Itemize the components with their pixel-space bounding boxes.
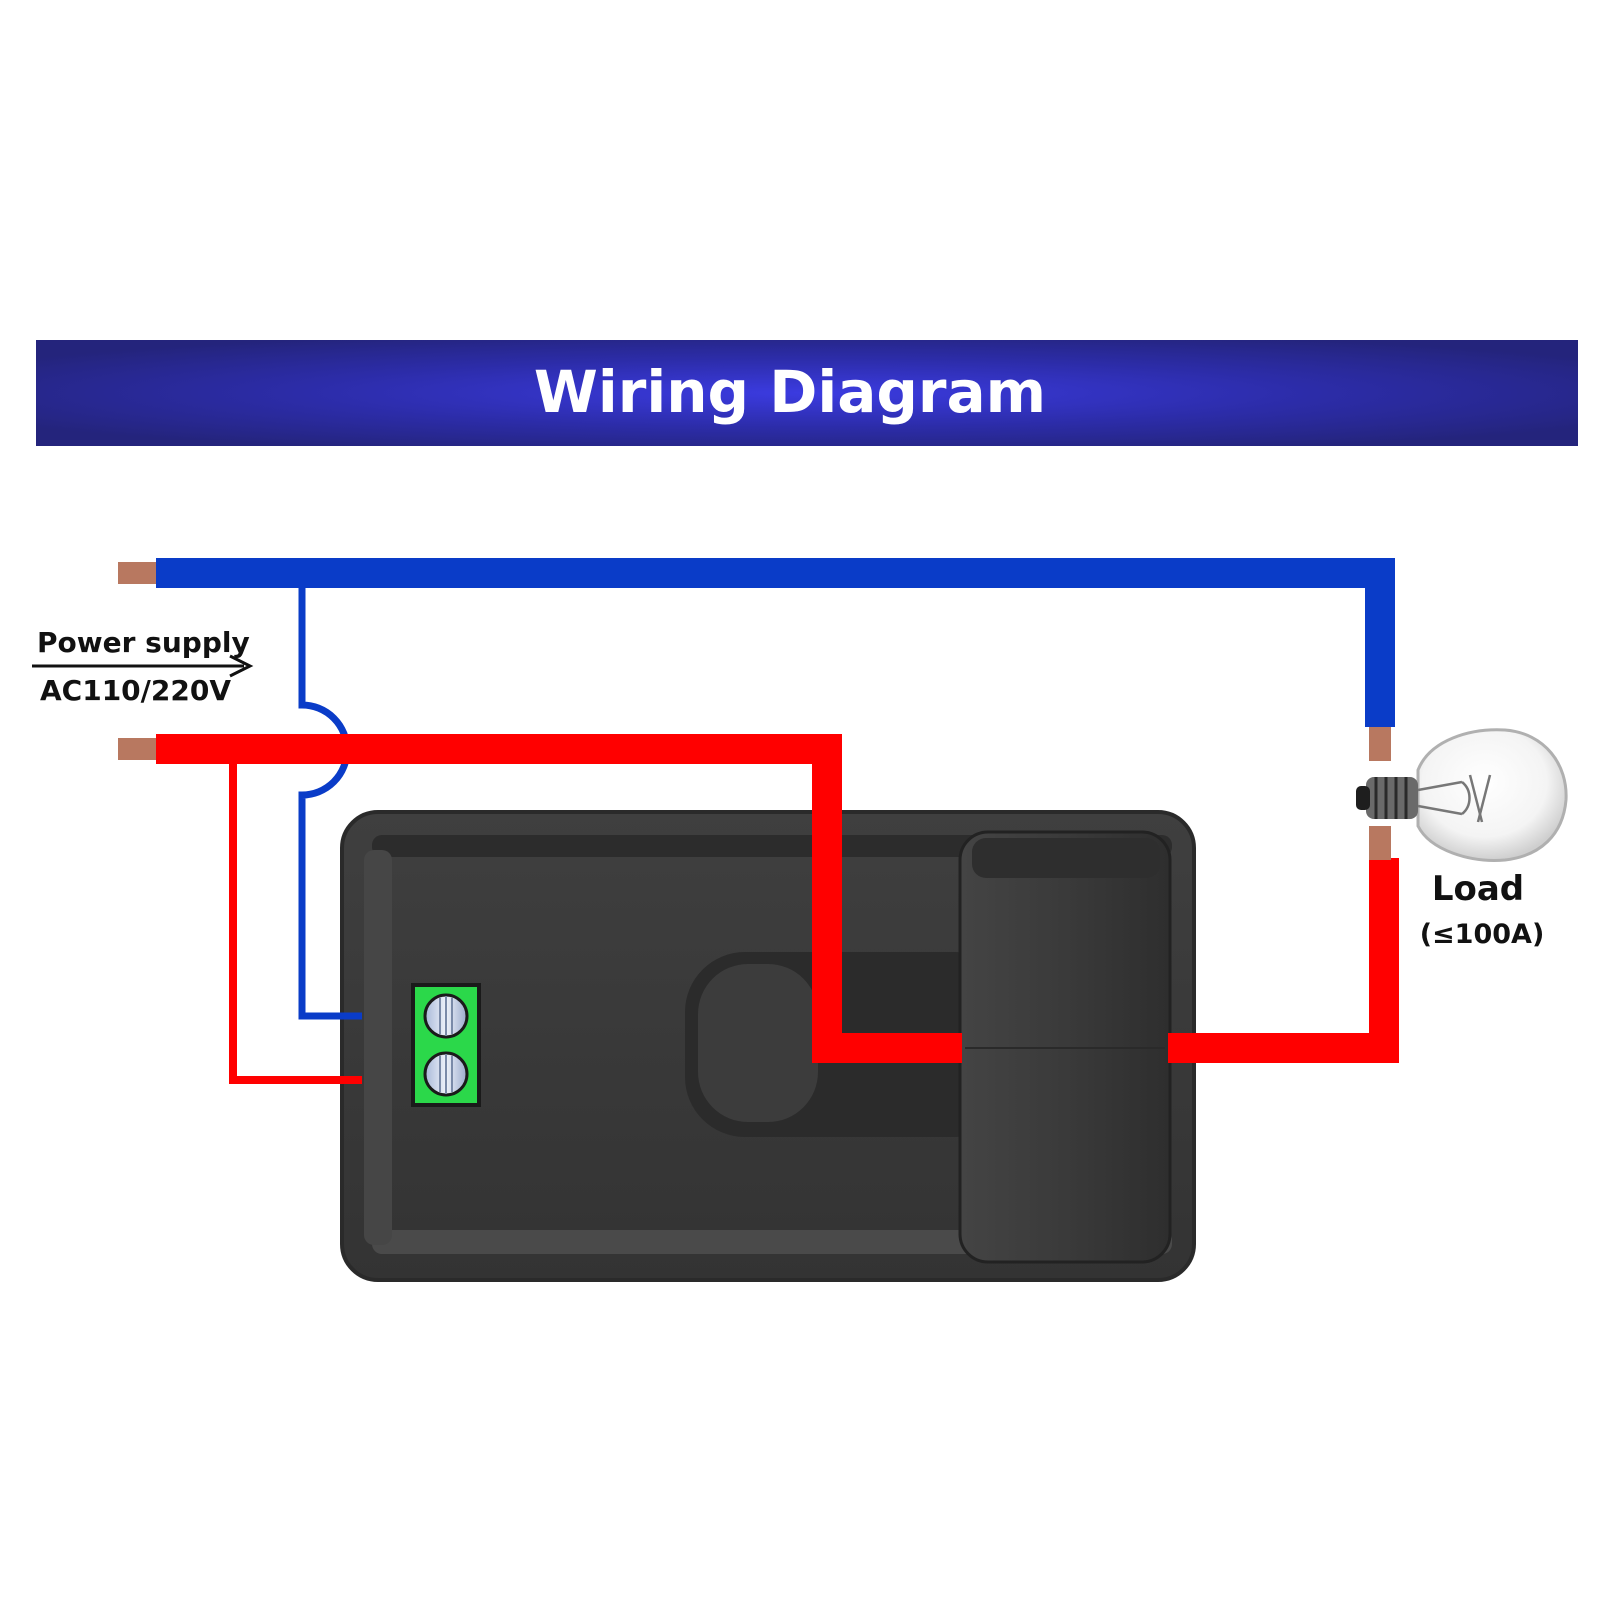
load-label: Load (≤100A) [1420, 869, 1545, 950]
load-label-rating: (≤100A) [1420, 919, 1545, 950]
light-bulb-icon [1356, 728, 1568, 862]
live-wire-branch [229, 763, 362, 1084]
live-wire-load-return [1168, 858, 1399, 1063]
live-wire-copper-end [118, 738, 158, 760]
title-banner: Wiring Diagram [36, 340, 1578, 446]
power-supply-label-line2: AC110/220V [40, 674, 231, 707]
bulb-base [1356, 777, 1418, 819]
load-label-title: Load [1432, 869, 1524, 909]
meter-module-left-rim [364, 850, 392, 1245]
neutral-wire-copper-end [118, 562, 158, 584]
power-supply-label-line1: Power supply [37, 626, 250, 659]
terminal-screw-bottom [423, 1051, 469, 1097]
bulb-glass [1416, 728, 1568, 862]
power-supply-arrow-icon [229, 654, 254, 678]
neutral-wire-main [156, 558, 1395, 727]
terminal-block [411, 983, 481, 1107]
power-supply-label: Power supply AC110/220V [32, 626, 254, 707]
banner-background [36, 340, 1578, 446]
banner-title: Wiring Diagram [534, 358, 1046, 426]
current-transformer-top [972, 838, 1160, 878]
cable-channel-highlight [698, 964, 818, 1122]
load-copper-bottom [1369, 826, 1391, 860]
bulb-filament [1417, 774, 1492, 823]
terminal-screw-top [423, 993, 469, 1039]
live-wire-main [156, 734, 962, 1063]
load-copper-top [1369, 727, 1391, 761]
